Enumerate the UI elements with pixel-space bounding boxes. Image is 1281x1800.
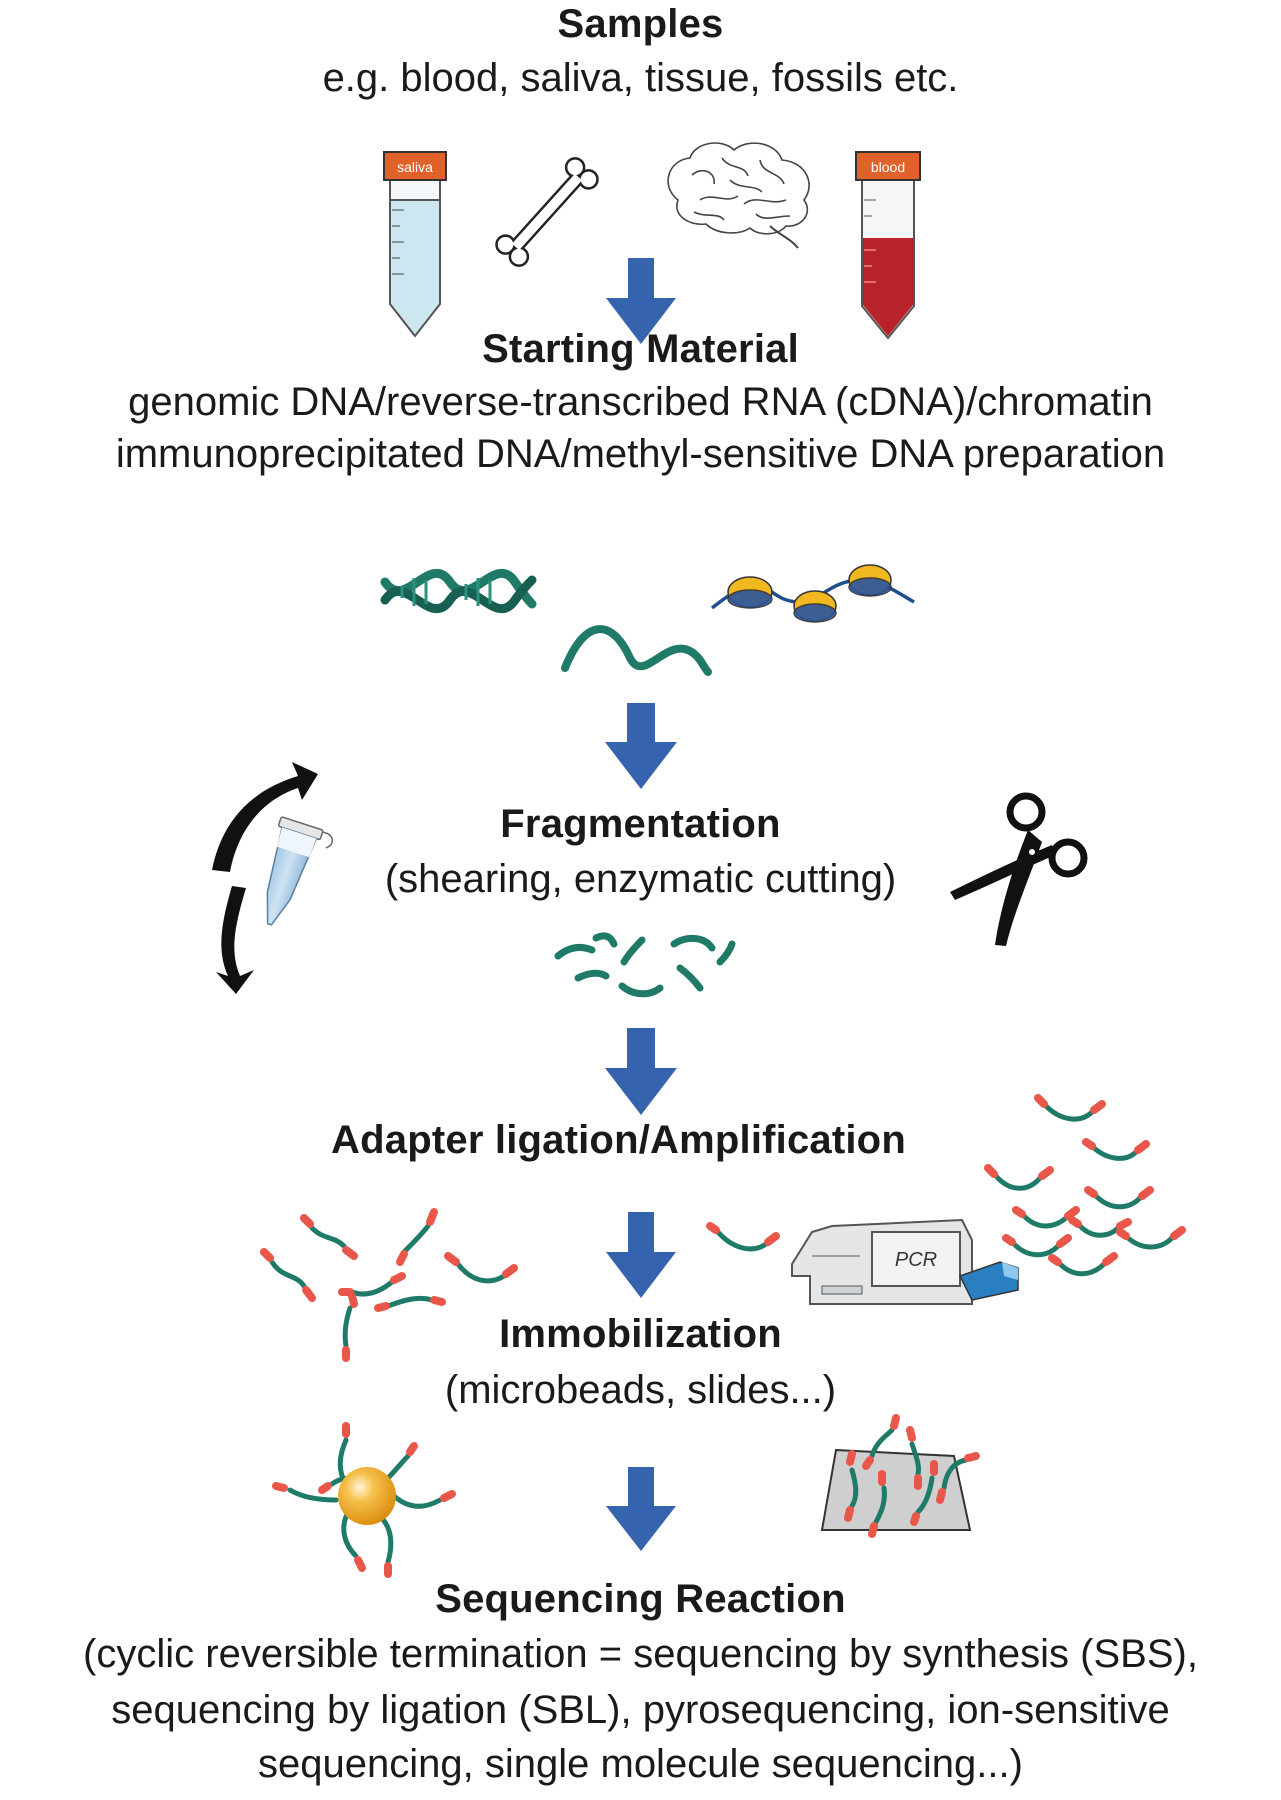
bone-icon: [495, 157, 599, 267]
sequencing-desc-1: (cyclic reversible termination = sequenc…: [83, 1632, 1198, 1676]
adapter-fragments-left: [260, 1208, 518, 1362]
cdna-strand-icon: [561, 625, 712, 676]
starting-material-desc-1: genomic DNA/reverse-transcribed RNA (cDN…: [128, 380, 1153, 424]
sequencing-desc-3: sequencing, single molecule sequencing..…: [258, 1742, 1023, 1786]
adapter-ligation-title: Adapter ligation/Amplification: [331, 1118, 906, 1162]
pcr-machine-icon: PCR: [791, 1218, 1019, 1305]
immobilization-desc: (microbeads, slides...): [444, 1368, 837, 1412]
flow-arrow-5: [606, 1467, 676, 1551]
microbead-icon: [272, 1422, 456, 1578]
slide-icon: [820, 1414, 980, 1538]
flow-arrow-3: [605, 1028, 677, 1115]
sequencing-desc-2: sequencing by ligation (SBL), pyrosequen…: [111, 1688, 1170, 1732]
fragmentation-desc: (shearing, enzymatic cutting): [384, 857, 897, 901]
flow-arrow-2: [605, 703, 677, 789]
pcr-label: PCR: [895, 1249, 937, 1271]
sequencing-title: Sequencing Reaction: [435, 1577, 846, 1621]
samples-desc: e.g. blood, saliva, tissue, fossils etc.: [322, 56, 959, 100]
dna-double-helix-icon: [380, 569, 537, 613]
flow-arrow-1: [606, 258, 676, 344]
amplified-fragments-right: [984, 1094, 1186, 1277]
samples-title: Samples: [557, 2, 724, 46]
scissors-icon: [950, 792, 1088, 946]
blood-tube-label: blood: [871, 159, 905, 175]
eppendorf-tube-icon: [266, 816, 334, 926]
dna-fragments-icon: [554, 932, 736, 998]
saliva-tube-icon: saliva: [383, 151, 447, 338]
immobilization-title: Immobilization: [499, 1312, 782, 1356]
saliva-tube-label: saliva: [397, 159, 433, 175]
adapter-fragment-mid: [706, 1222, 780, 1252]
shaking-arrows-icon: [212, 762, 318, 994]
starting-material-desc-2: immunoprecipitated DNA/methyl-sensitive …: [115, 432, 1166, 476]
brain-icon: [667, 142, 810, 249]
blood-tube-icon: blood: [855, 151, 921, 340]
chromatin-icon: [710, 564, 915, 623]
fragmentation-title: Fragmentation: [500, 802, 781, 846]
flow-arrow-4: [606, 1212, 676, 1298]
